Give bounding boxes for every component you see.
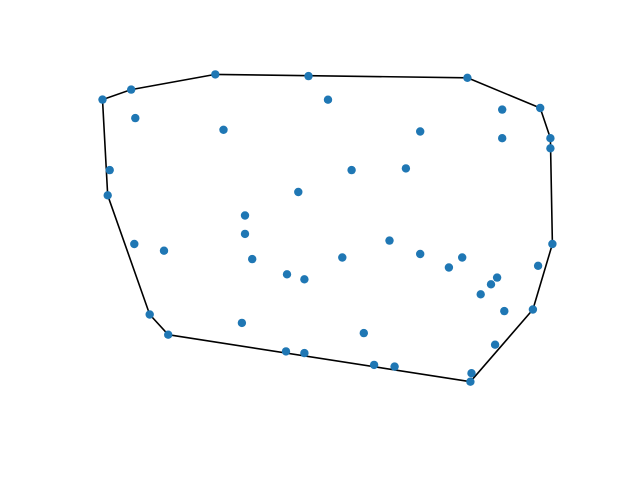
data-point: [300, 275, 309, 284]
data-point: [211, 70, 220, 79]
data-point: [546, 144, 555, 153]
data-point: [240, 229, 250, 239]
data-point: [467, 369, 476, 378]
data-point: [476, 290, 485, 299]
data-point: [323, 95, 333, 104]
data-point: [237, 318, 247, 328]
data-point: [164, 330, 173, 339]
data-point: [536, 103, 545, 113]
data-point: [492, 273, 502, 282]
data-point: [498, 105, 507, 114]
data-point: [458, 253, 467, 262]
data-point: [282, 270, 292, 279]
data-point: [240, 211, 250, 220]
data-point: [385, 236, 394, 245]
data-point: [416, 249, 425, 259]
data-point: [98, 95, 107, 104]
data-point: [369, 360, 379, 370]
data-point: [466, 377, 475, 386]
data-point: [248, 254, 257, 264]
data-point: [444, 263, 454, 272]
data-point: [533, 261, 543, 270]
data-point: [338, 253, 347, 262]
data-point: [498, 134, 507, 143]
data-point: [528, 305, 538, 314]
data-point: [294, 187, 303, 197]
data-point: [546, 134, 555, 143]
data-point: [500, 306, 509, 316]
data-point: [130, 239, 139, 249]
data-point: [463, 73, 472, 83]
data-point: [548, 239, 557, 249]
data-point: [347, 165, 356, 175]
data-point: [103, 191, 112, 200]
data-point: [416, 127, 425, 136]
data-point: [105, 165, 114, 175]
data-point: [300, 348, 309, 358]
data-point: [401, 164, 411, 173]
data-point: [281, 347, 291, 356]
data-point: [131, 113, 140, 123]
points-layer: [98, 70, 557, 386]
data-point: [390, 362, 399, 371]
data-point: [159, 246, 169, 255]
data-point: [145, 310, 154, 319]
data-point: [359, 328, 368, 338]
data-point: [490, 340, 500, 349]
data-point: [486, 280, 496, 289]
data-point: [304, 71, 313, 81]
data-point: [127, 85, 136, 94]
data-point: [219, 125, 228, 134]
